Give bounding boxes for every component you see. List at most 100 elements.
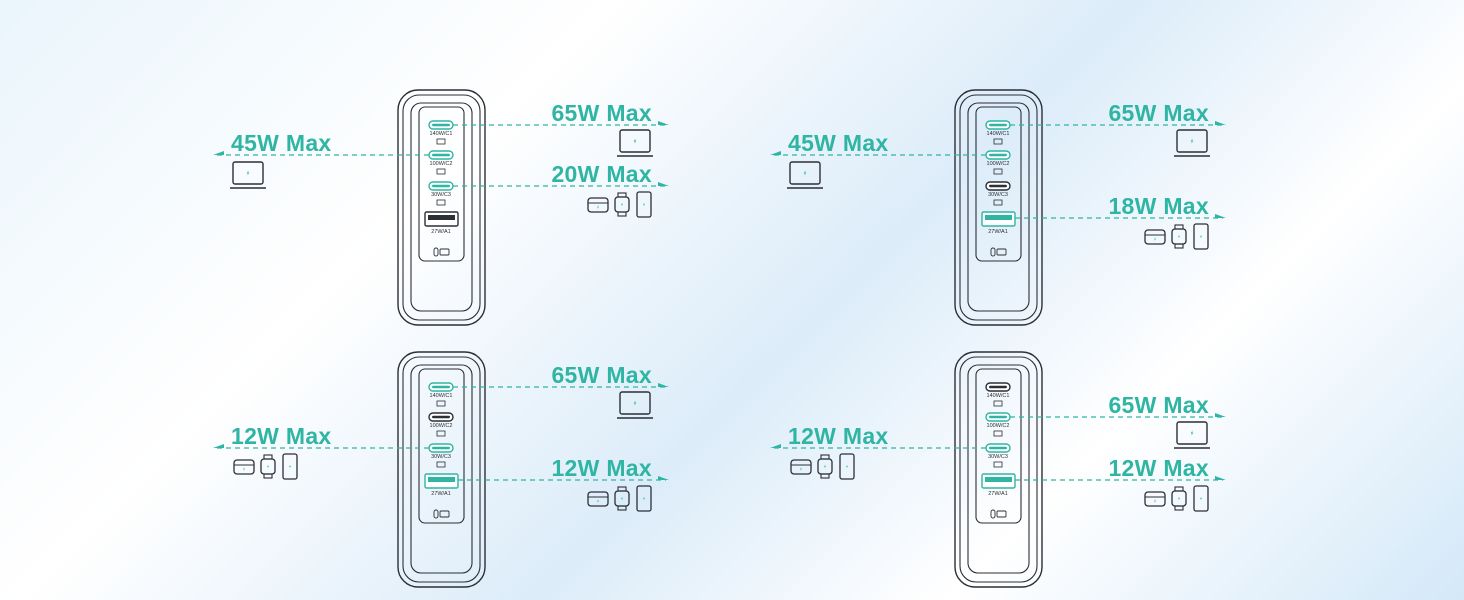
phone-icon: [636, 485, 652, 512]
phone-icon: [282, 453, 298, 480]
watch-icon: [1171, 224, 1187, 249]
arrow-head: [213, 151, 224, 155]
port-label: 100W/C2: [430, 423, 453, 429]
port-indicator: [436, 430, 446, 437]
usb-a-port-contact: [985, 215, 1012, 220]
power-label: 65W Max: [551, 362, 652, 388]
charger-face: [967, 364, 1030, 574]
small-devices: [790, 453, 855, 480]
usb-c-port-tongue: [432, 153, 450, 157]
output-left: 12W Max: [770, 423, 986, 480]
port-panel: [418, 106, 465, 262]
earbuds-case: [233, 459, 255, 475]
usb-a-port-contact: [428, 215, 455, 220]
phone-body: [1193, 485, 1209, 512]
watch-strap-bottom: [1174, 243, 1184, 249]
phone-icon: [1193, 223, 1209, 250]
bolt-icon: [1154, 498, 1156, 504]
arrow-head: [1215, 214, 1226, 218]
bolt-icon: [597, 204, 599, 210]
laptop-screen: [619, 391, 651, 415]
usb-c-port-tongue: [432, 123, 450, 127]
bolt-icon: [1190, 138, 1194, 144]
laptop-icon: [1174, 421, 1210, 449]
bolt-icon: [846, 464, 848, 469]
output-right: 12W Max: [1015, 455, 1226, 512]
charger-face: [410, 102, 473, 312]
usb-c-port-tongue: [432, 446, 450, 450]
charger-outer-shell: [397, 351, 486, 588]
port-label: 27W/A1: [431, 491, 451, 497]
usb-c-port-tongue: [989, 385, 1007, 389]
watch-icon: [614, 486, 630, 511]
phone-icon: [839, 453, 855, 480]
output-right: 65W Max: [1010, 392, 1226, 449]
port-label: 100W/C2: [430, 161, 453, 167]
laptop-icon: [617, 129, 653, 157]
bolt-icon: [243, 466, 245, 472]
arrow-head: [1215, 476, 1226, 480]
usb-c-port-tongue: [989, 415, 1007, 419]
port-label: 140W/C1: [430, 131, 453, 137]
usb-c-port-c1: 140W/C1: [428, 120, 454, 145]
output-right: 65W Max: [453, 362, 669, 419]
port-label: 100W/C2: [987, 423, 1010, 429]
bolt-icon: [1200, 234, 1202, 239]
watch-strap-bottom: [617, 211, 627, 217]
charger-inner-shell: [959, 94, 1038, 321]
power-label: 12W Max: [551, 455, 652, 481]
bolt-icon: [643, 202, 645, 207]
arrow-head: [1215, 413, 1226, 417]
usb-c-port-c3: 30W/C3: [985, 181, 1011, 206]
lock-body: [439, 248, 450, 256]
lock-icon: [433, 247, 450, 257]
laptop-screen: [1176, 129, 1208, 153]
phone-body: [1193, 223, 1209, 250]
port-indicator: [436, 168, 446, 175]
power-label: 12W Max: [231, 423, 332, 449]
usb-c-port-c1: 140W/C1: [428, 382, 454, 407]
bolt-icon: [246, 170, 250, 176]
usb-c-port-tongue: [989, 446, 1007, 450]
usb-c-port-c2: 100W/C2: [985, 150, 1011, 175]
output-right: 65W Max: [453, 100, 669, 157]
power-label: 18W Max: [1108, 193, 1209, 219]
usb-c-port-c2: 100W/C2: [428, 150, 454, 175]
watch-strap-bottom: [263, 473, 273, 479]
watch-strap-bottom: [820, 473, 830, 479]
small-devices: [587, 191, 652, 218]
port-indicator: [436, 400, 446, 407]
small-devices: [233, 453, 298, 480]
watch-icon: [614, 192, 630, 217]
usb-c-port-tongue: [432, 385, 450, 389]
lock-body: [439, 510, 450, 518]
port-label: 27W/A1: [988, 491, 1008, 497]
earbuds-case: [1144, 229, 1166, 245]
earbuds-icon: [1144, 491, 1166, 507]
lock-slot: [433, 509, 439, 519]
bolt-icon: [824, 464, 826, 469]
port-label: 100W/C2: [987, 161, 1010, 167]
bolt-icon: [289, 464, 291, 469]
usb-a-port-contact: [985, 477, 1012, 482]
earbuds-icon: [1144, 229, 1166, 245]
bolt-icon: [621, 496, 623, 501]
charger-face: [410, 364, 473, 574]
usb-a-port: 27W/A1: [424, 211, 459, 235]
bolt-icon: [643, 496, 645, 501]
watch-strap-bottom: [617, 505, 627, 511]
usb-c-port-tongue: [989, 123, 1007, 127]
charger-inner-shell: [959, 356, 1038, 583]
power-label: 45W Max: [788, 130, 889, 156]
usb-a-port: 27W/A1: [981, 211, 1016, 235]
laptop-icon: [617, 391, 653, 419]
phone-body: [636, 485, 652, 512]
port-indicator: [436, 138, 446, 145]
output-right: 18W Max: [1015, 193, 1226, 250]
charger-inner-shell: [402, 356, 481, 583]
output-right: 20W Max: [453, 161, 669, 218]
lock-icon: [433, 509, 450, 519]
